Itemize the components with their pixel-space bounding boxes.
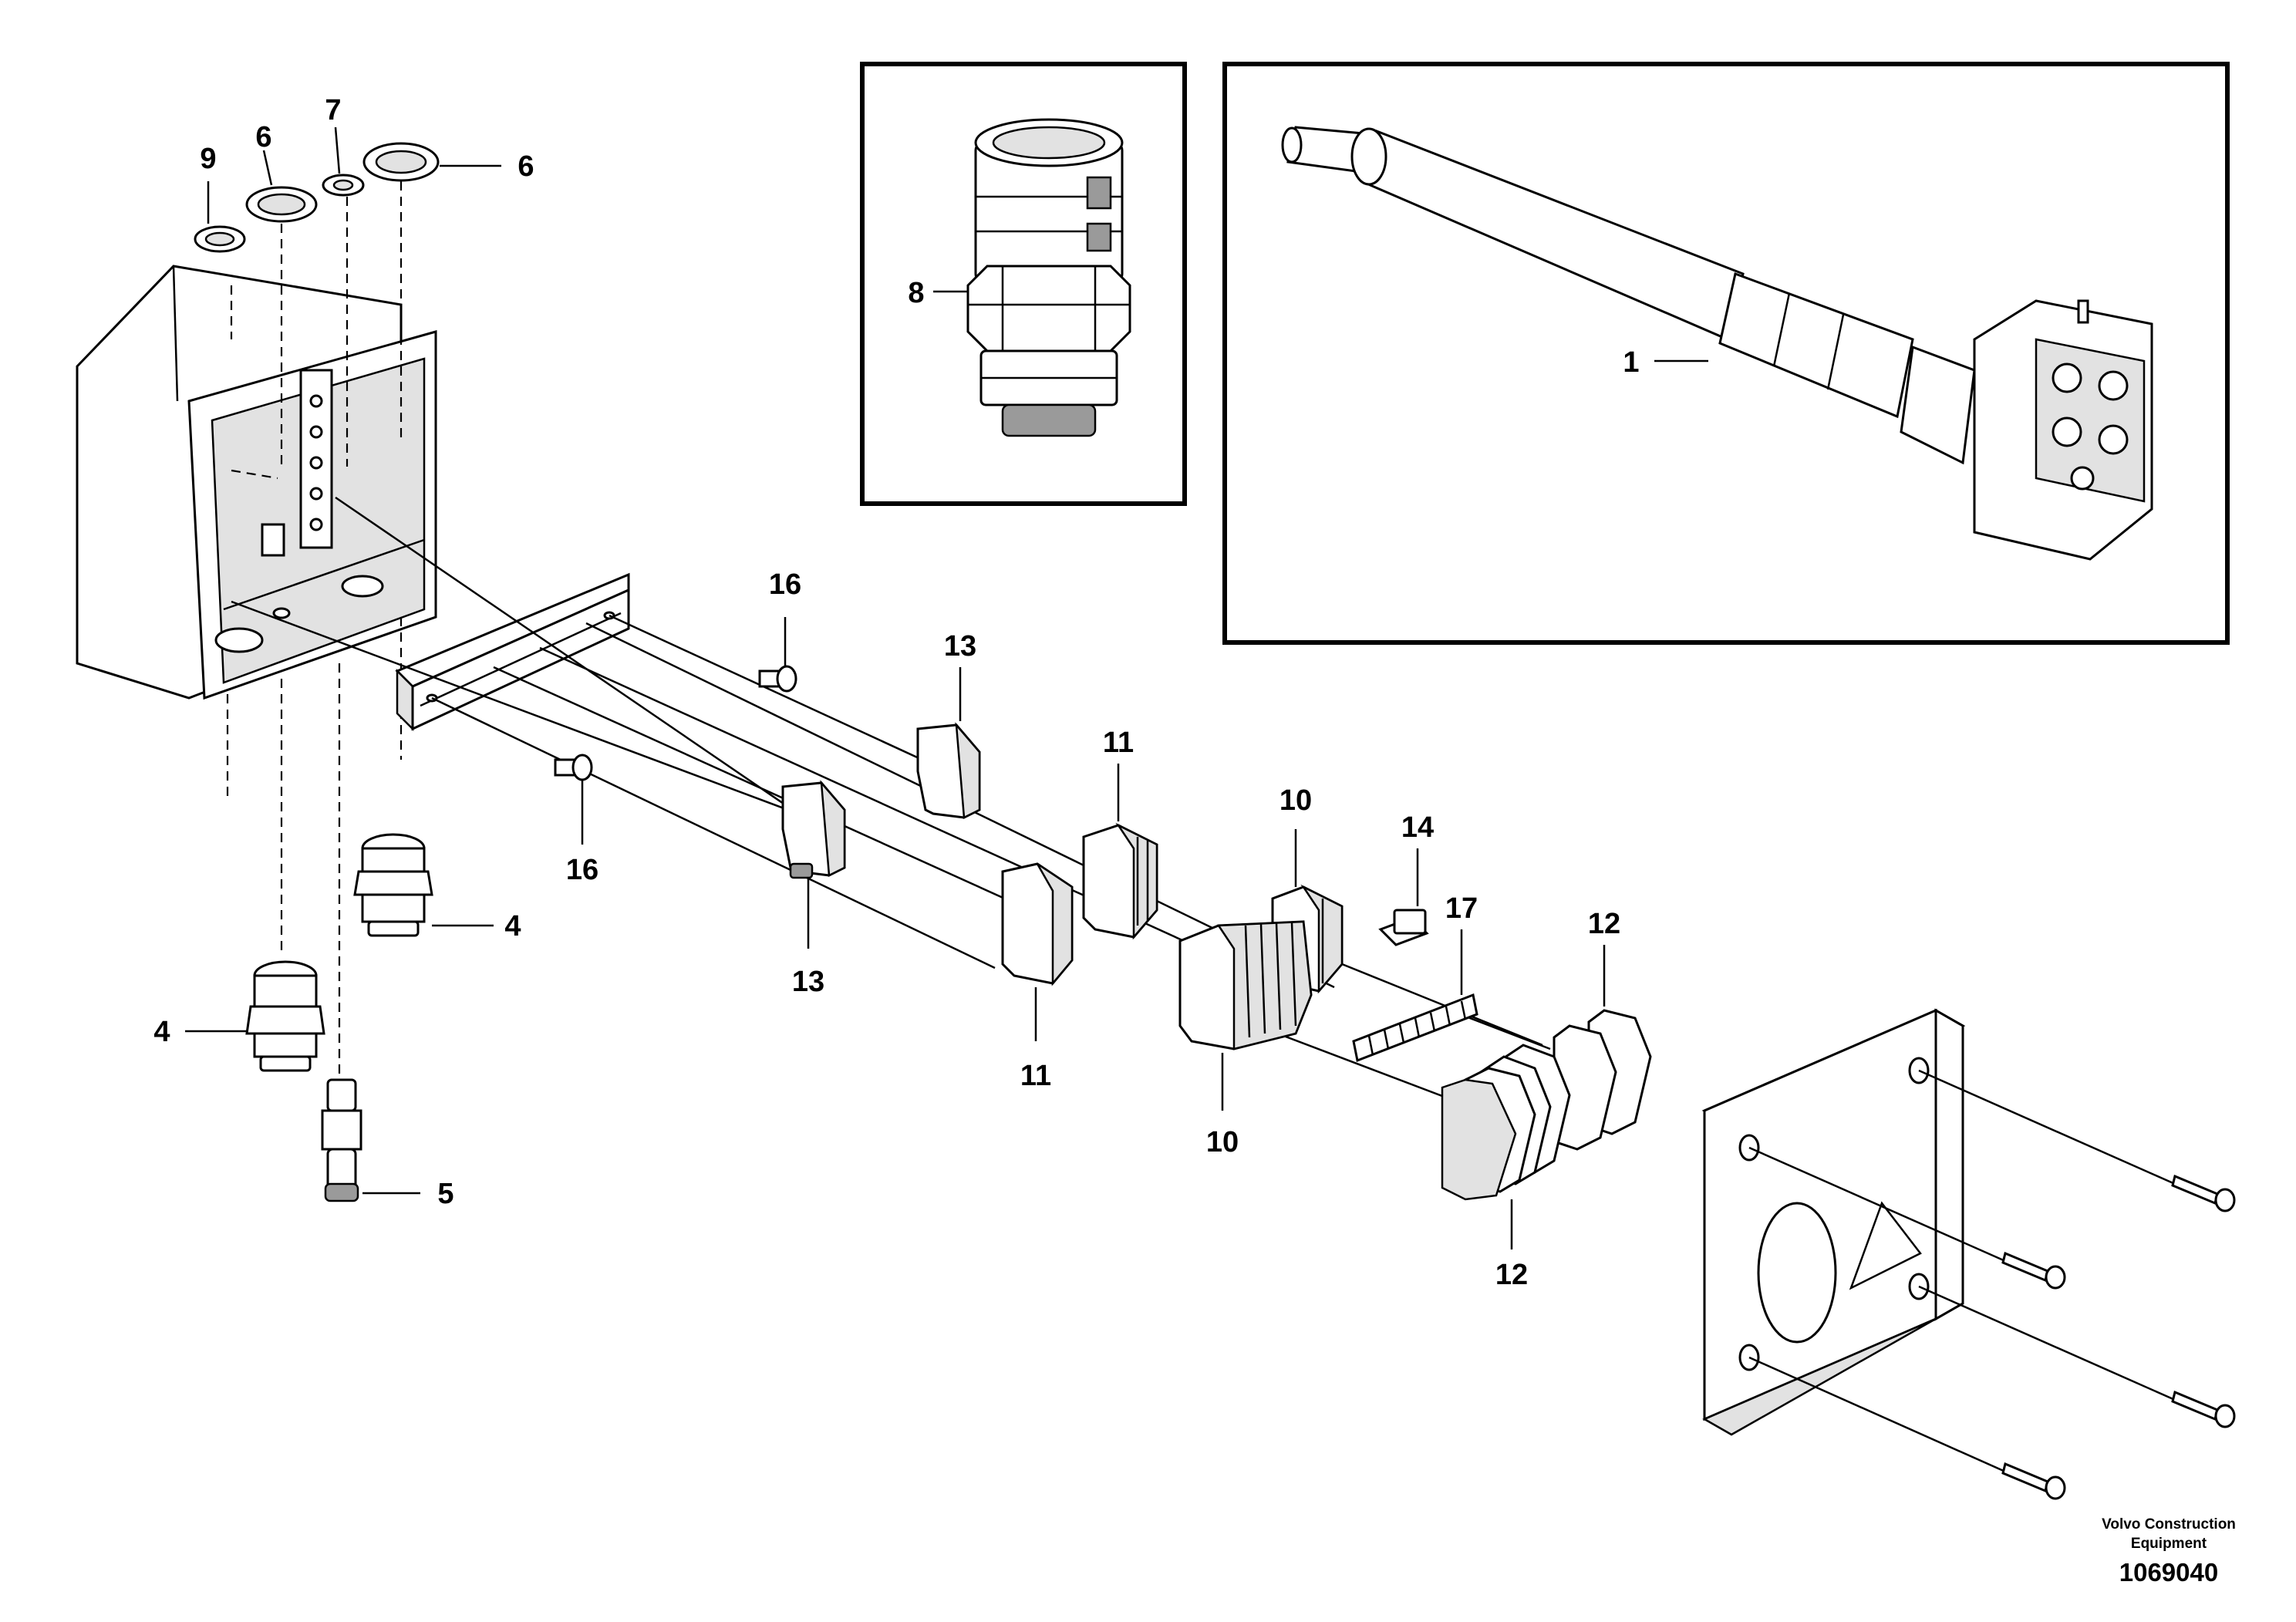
callout-14: 14 [1401, 811, 1434, 844]
callout-8: 8 [908, 277, 924, 309]
gland-part-4-lower [245, 960, 325, 1072]
callout-6-left: 6 [255, 121, 271, 153]
callout-13-lower: 13 [792, 966, 824, 998]
nut-part-9 [194, 225, 246, 253]
callout-1: 1 [1623, 346, 1639, 379]
callout-4-upper: 4 [504, 910, 521, 943]
callout-16-upper: 16 [769, 568, 801, 601]
callout-16-lower: 16 [566, 854, 598, 886]
callout-12-upper: 12 [1588, 908, 1620, 940]
callout-12-lower: 12 [1495, 1259, 1528, 1291]
figure-number: 1069040 [2119, 1558, 2218, 1587]
warning-triangle-icon [1849, 1201, 1922, 1290]
screw-part-16-lower [554, 754, 593, 781]
end-clamp-part-13-upper [916, 722, 981, 819]
gland-part-4-upper [353, 833, 433, 937]
inset-sensor-detail: 1 [1222, 62, 2230, 645]
company-name-line1: Volvo Construction [2102, 1516, 2236, 1533]
sensor-cable-part-1 [1281, 126, 2153, 561]
terminal-block-part-11-upper [1082, 822, 1158, 940]
marker-strip-part-17 [1352, 993, 1478, 1063]
connector-part-5 [321, 1078, 362, 1202]
callout-4-lower: 4 [153, 1016, 170, 1048]
callout-10-lower: 10 [1206, 1126, 1239, 1158]
screw-part-16-upper [758, 665, 797, 693]
nut-part-6a [245, 186, 318, 223]
callout-6-right: 6 [518, 150, 534, 183]
cover-screws [1748, 1069, 2236, 1500]
din-rail [395, 572, 630, 732]
callout-13-upper: 13 [944, 630, 976, 663]
jumper-part-14 [1378, 909, 1429, 946]
end-plates-part-12 [1441, 1009, 1652, 1201]
inset-gland-detail: 8 [860, 62, 1187, 506]
callout-11-lower: 11 [1020, 1060, 1051, 1092]
cable-gland-part-8 [966, 118, 1131, 437]
terminal-block-part-11-lower [1001, 862, 1074, 986]
end-clamp-part-13-lower [781, 780, 846, 879]
nut-part-6b [362, 142, 440, 182]
callout-11-upper: 11 [1103, 727, 1134, 759]
callout-10-upper: 10 [1279, 784, 1312, 817]
callout-5: 5 [437, 1178, 453, 1210]
callout-17: 17 [1445, 892, 1478, 925]
washer-part-7 [322, 174, 365, 197]
company-name-line2: Equipment [2131, 1536, 2207, 1552]
assembly-guide-lines [231, 496, 1551, 1112]
junction-box-enclosure [76, 181, 437, 1080]
callout-9: 9 [200, 143, 216, 175]
terminal-block-part-10-lower [1178, 920, 1313, 1050]
callout-7: 7 [325, 94, 341, 126]
cover-plate [1701, 1008, 1966, 1436]
